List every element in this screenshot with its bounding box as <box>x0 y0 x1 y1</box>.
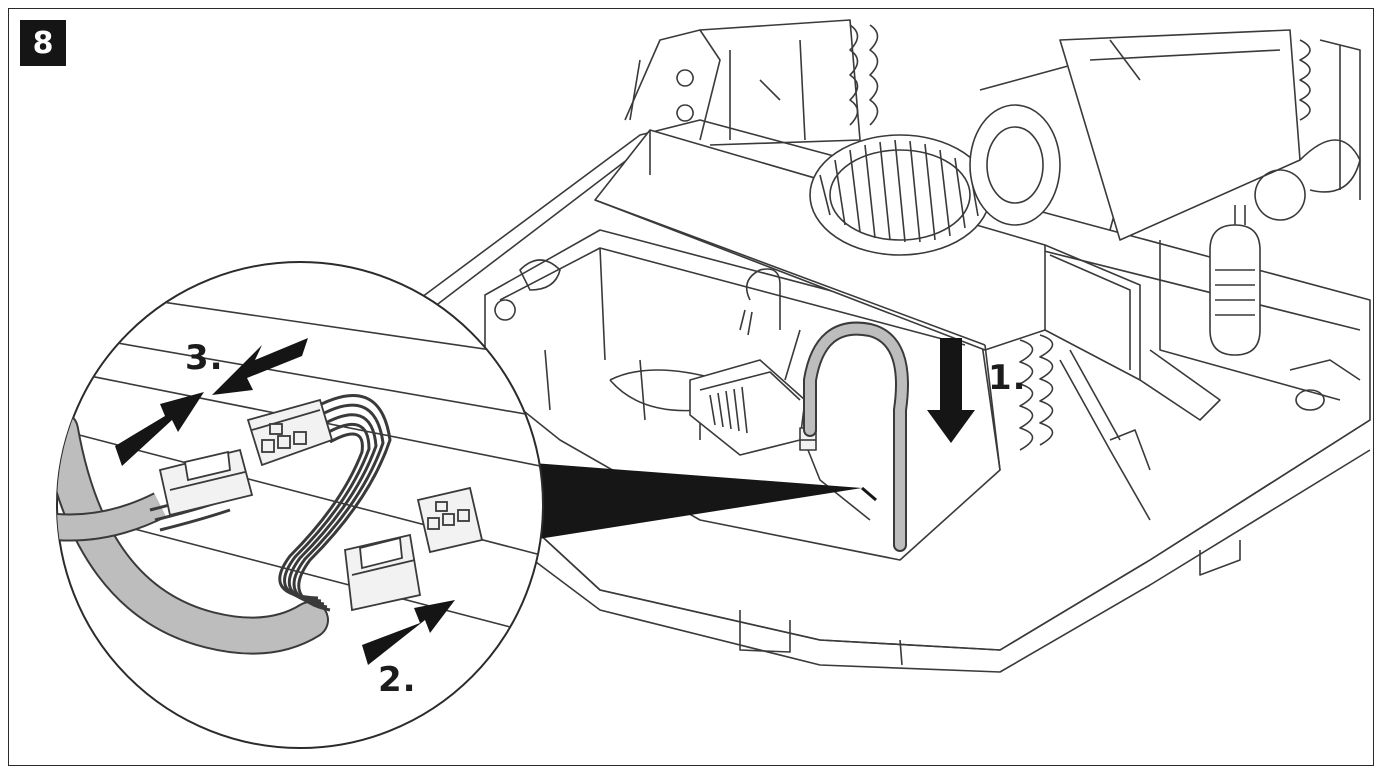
step-3-label: 3. <box>185 338 224 378</box>
rear-frame <box>624 19 879 146</box>
step-1-label: 1. <box>988 358 1027 398</box>
zoom-cable <box>57 413 327 653</box>
zoom-connector-left <box>158 448 254 517</box>
arrow-left-icon <box>212 338 308 395</box>
electronics-cover <box>594 129 1141 471</box>
callout-pointer <box>861 486 877 502</box>
arrow-down-icon <box>927 338 975 443</box>
zoom-contents <box>57 289 543 655</box>
zoom-cable-side <box>57 494 166 540</box>
zoom-wire-bundle <box>149 394 392 612</box>
motor-housing <box>1059 29 1361 241</box>
drain-hose-fill <box>805 323 907 550</box>
control-module <box>689 268 806 456</box>
arrow-right-icon <box>362 600 455 665</box>
zoom-connector-upper <box>246 398 334 467</box>
direction-arrows <box>115 338 975 665</box>
callout-wedge <box>520 462 862 540</box>
exchanger-tubes <box>1019 334 1151 521</box>
step-2-label: 2. <box>378 660 417 700</box>
figure-number-badge: 8 <box>20 20 66 66</box>
zoom-connector-right <box>416 486 484 554</box>
arrow-right-upper-icon <box>115 392 204 466</box>
zoom-connector-lower <box>344 533 422 612</box>
filter-drier <box>1139 205 1361 421</box>
